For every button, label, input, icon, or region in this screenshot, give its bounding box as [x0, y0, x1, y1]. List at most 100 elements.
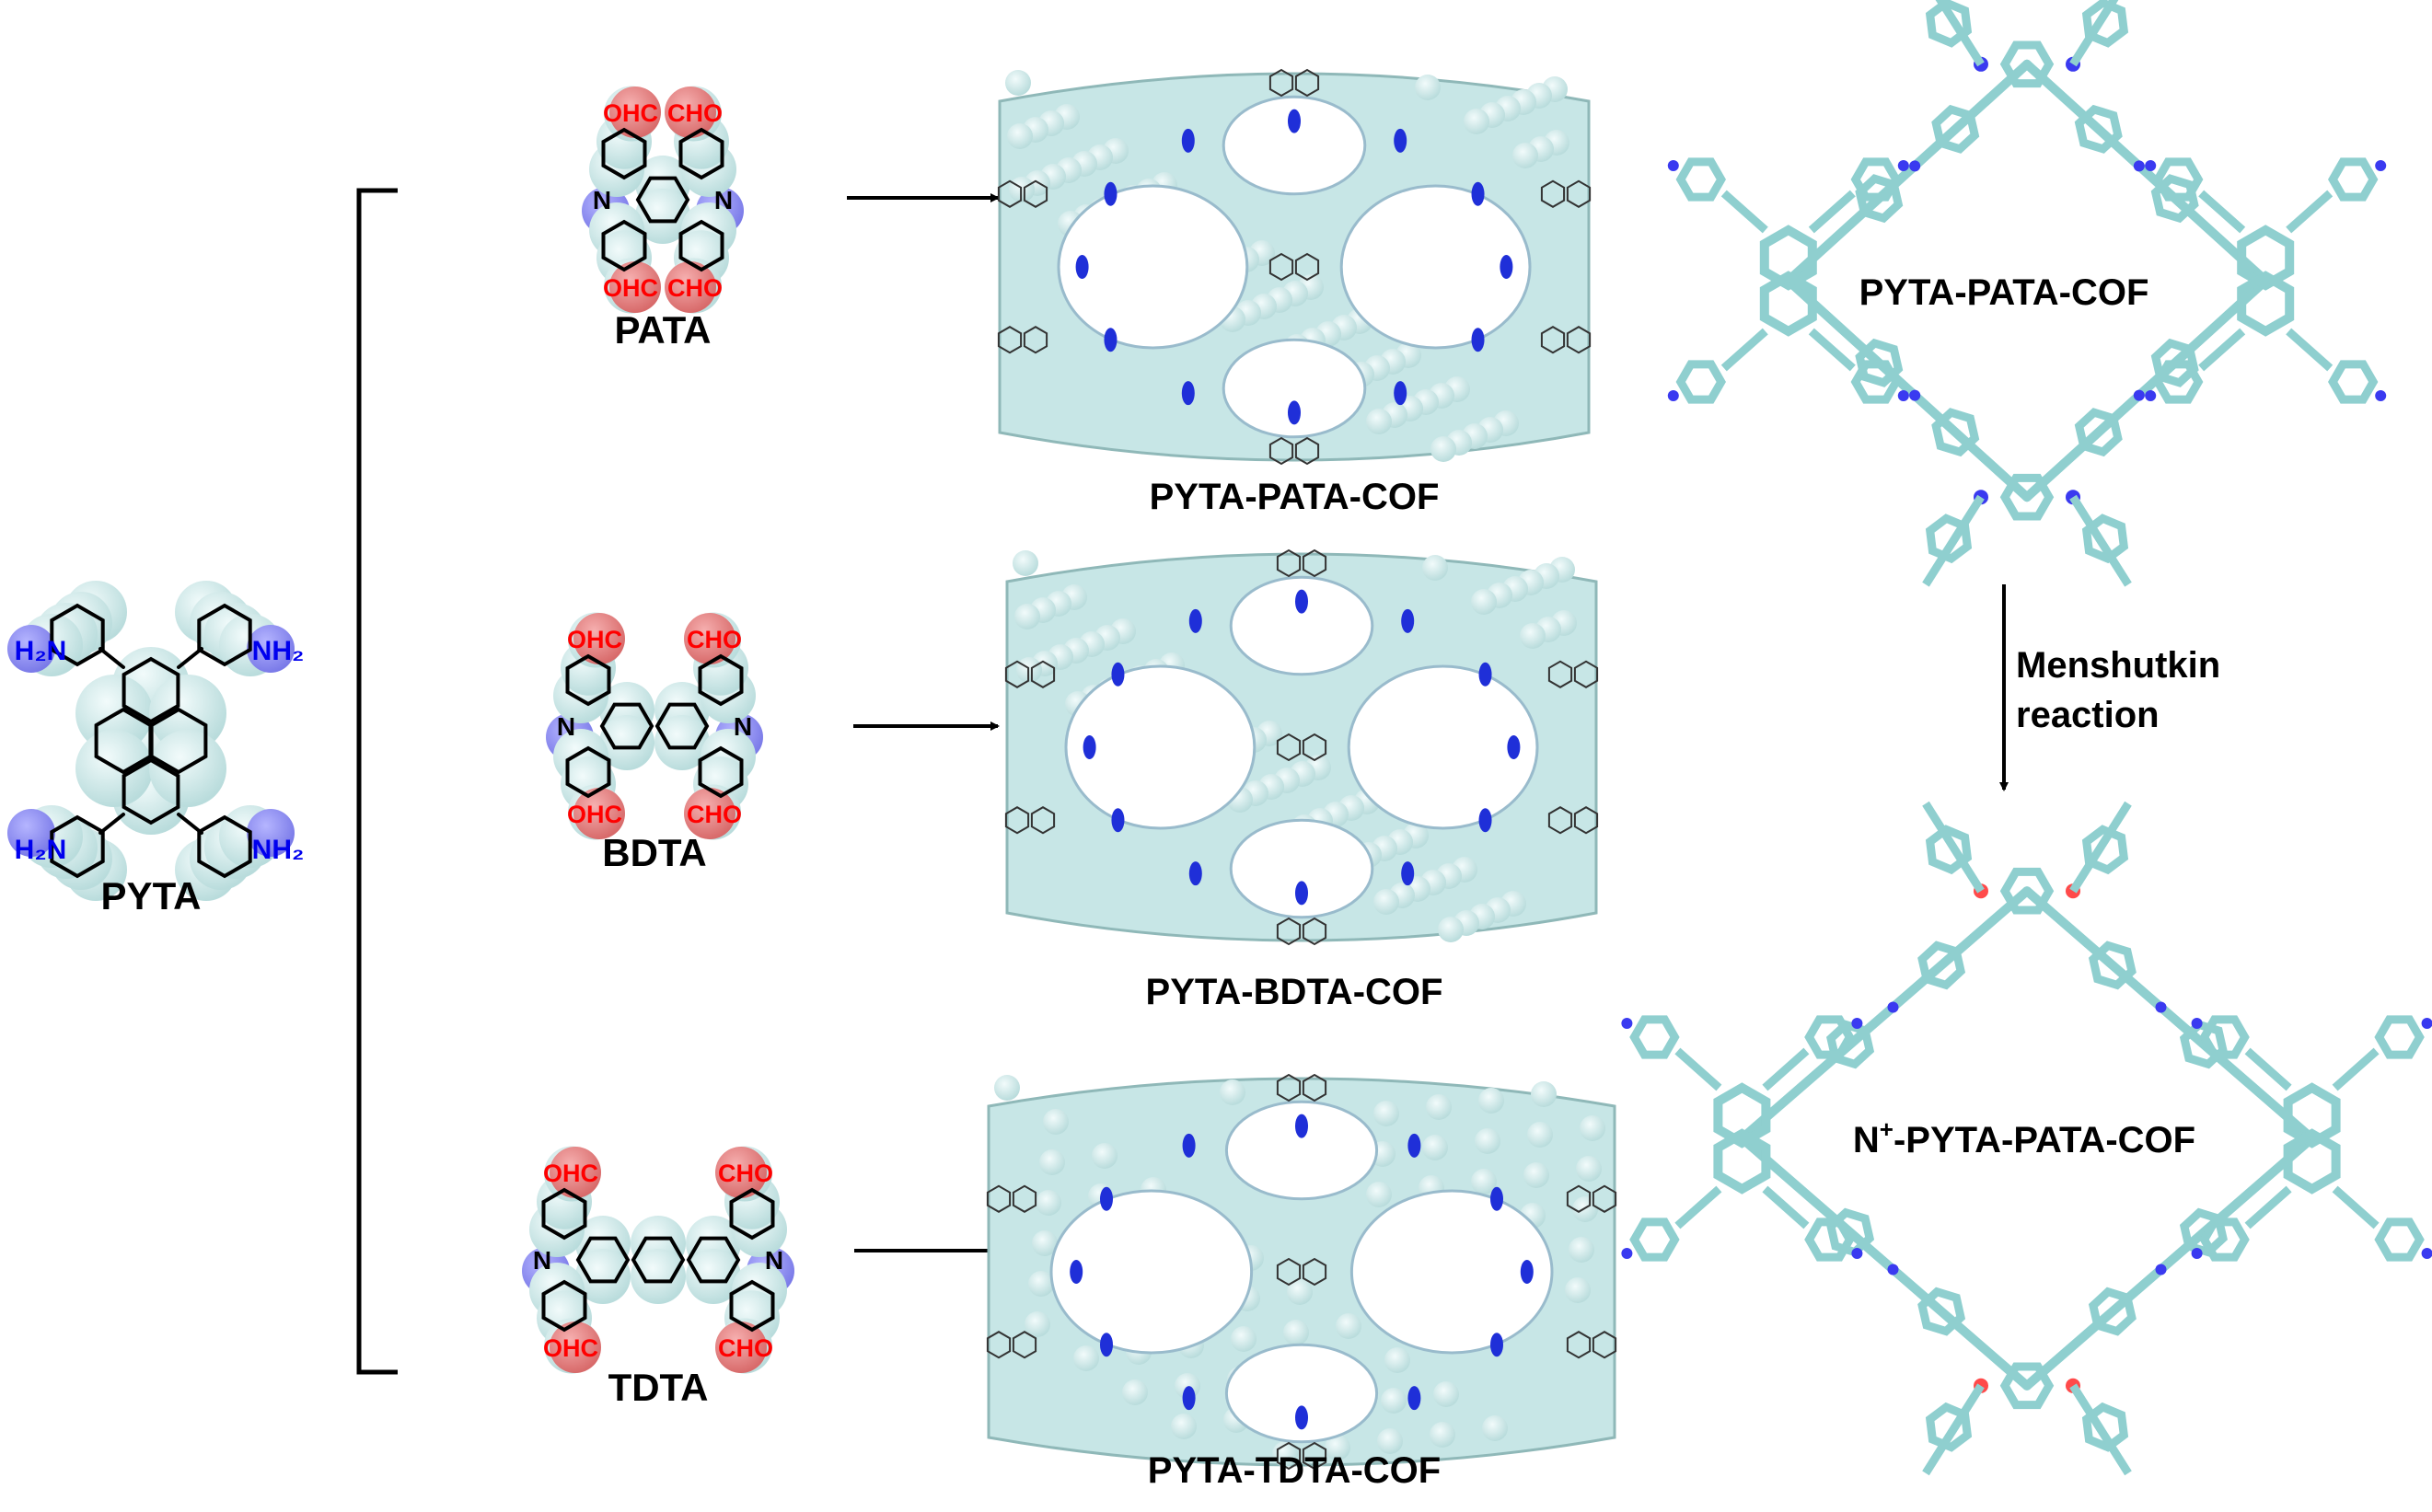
benzene-ring [2088, 1287, 2137, 1336]
nitrogen-atom [1295, 881, 1308, 906]
atom-sphere [1220, 1079, 1245, 1105]
benzene-ring [2088, 941, 2137, 990]
atom-sphere [1576, 1156, 1602, 1182]
benzene-ring [1030, 806, 1056, 835]
atom-sphere [1283, 1320, 1309, 1345]
aldehyde-group-label: OHC [567, 801, 622, 828]
nitrogen-atom [1520, 1260, 1534, 1284]
imine-nitrogen [1909, 389, 1921, 401]
nitrogen-atom [1070, 1260, 1083, 1284]
benzene-ring [2374, 1015, 2425, 1059]
imine-nitrogen [1887, 1264, 1899, 1275]
aryl-bond [2286, 328, 2334, 372]
pore [1049, 1189, 1254, 1355]
aryl-bond [1674, 1047, 1722, 1091]
benzene-ring [1804, 1218, 1855, 1262]
nitrogen-atom [1111, 808, 1125, 833]
benzene-ring [1931, 408, 1980, 457]
atom-sphere [1381, 1388, 1407, 1414]
bond [98, 647, 125, 669]
aryl-bond [1808, 190, 1856, 234]
benzene-ring [1629, 1218, 1680, 1262]
benzene-ring [1294, 252, 1320, 282]
linker-bond [2022, 1134, 2317, 1391]
atom-sphere [1325, 1435, 1350, 1460]
benzene-ring [1759, 271, 1817, 337]
atom-sphere [1475, 1128, 1500, 1154]
benzene-ring [1276, 733, 1302, 762]
aryl-bond [2244, 1185, 2292, 1229]
methyl-bond [1922, 494, 1985, 587]
right-top-label: PYTA-PATA-COF [1859, 272, 2149, 313]
benzene-ring [2150, 338, 2199, 387]
nitrogen-atom [1188, 861, 1202, 886]
benzene-ring [1804, 1015, 1855, 1059]
nitrogen-label: N [765, 1246, 783, 1275]
benzene-ring [1917, 941, 1966, 990]
atom-sphere [1025, 1311, 1050, 1337]
methyl-bond [2069, 0, 2119, 67]
benzene-ring [1675, 157, 1726, 202]
benzene-ring [149, 707, 208, 775]
benzene-ring [1268, 252, 1294, 282]
nitrogen-atom [1394, 381, 1407, 406]
atom-sphere [1572, 1196, 1598, 1222]
benzene-ring [1302, 1257, 1327, 1287]
pore [1347, 664, 1539, 830]
benzene-ring [2374, 1218, 2425, 1262]
atom-sphere [7, 809, 55, 857]
nitrogen-atom [1478, 808, 1492, 833]
atom-sphere [1366, 1182, 1392, 1207]
benzene-ring [1566, 1184, 1592, 1213]
pyta-label: PYTA [101, 874, 202, 918]
benzene-ring [997, 179, 1023, 208]
nitrogen-label: N [714, 186, 733, 214]
atom-sphere [1028, 1271, 1054, 1297]
atom-sphere [1422, 1135, 1448, 1160]
methyl-bond [1922, 801, 1985, 894]
benzene-ring [1268, 68, 1294, 98]
benzene-ring [1566, 1331, 1592, 1359]
atom-sphere [1569, 1237, 1594, 1263]
atom-sphere [635, 189, 690, 244]
nitrogen-atom [1478, 662, 1492, 687]
atom-sphere [665, 87, 716, 138]
benzene-ring [2199, 1015, 2250, 1059]
benzene-ring [1302, 917, 1327, 946]
atom-sphere [1073, 1345, 1099, 1371]
atom-sphere [1014, 604, 1040, 629]
nitrogen-atom [1099, 1333, 1113, 1357]
nitrogen-label: N [557, 712, 575, 741]
nitrogen-atom [1181, 381, 1195, 406]
amine-nitrogen [2145, 390, 2157, 401]
aldehyde-group-label: CHO [687, 626, 742, 653]
amine-nitrogen [2375, 390, 2387, 401]
atom-sphere [1531, 1081, 1557, 1107]
aryl-bond [1720, 190, 1768, 234]
benzene-ring [1294, 68, 1320, 98]
benzene-ring [1850, 157, 1901, 202]
atom-sphere [599, 715, 654, 770]
benzene-ring [2179, 1020, 2228, 1069]
linker-bond [1737, 886, 2032, 1143]
atom-sphere [1471, 1169, 1497, 1195]
atom-sphere [631, 1249, 686, 1304]
benzene-ring [2199, 1218, 2250, 1262]
benzene-ring [698, 653, 744, 707]
pore [1057, 184, 1249, 350]
amine-nitrogen [1897, 160, 1909, 171]
nitrogen-atom [1407, 1386, 1421, 1411]
aldehyde-group-label: CHO [718, 1334, 773, 1362]
nitrogen-atom [1182, 1133, 1196, 1158]
benzene-ring [729, 1187, 775, 1241]
atom-sphere [550, 1322, 601, 1373]
atom-sphere [1478, 1088, 1504, 1114]
methyl-bond [2069, 494, 2132, 587]
benzene-ring [1547, 660, 1573, 688]
nitrogen-atom [1401, 608, 1415, 633]
benzene-ring [1999, 473, 2055, 521]
pore [1064, 664, 1257, 830]
imine-nitrogen [2133, 389, 2145, 401]
benzene-ring [601, 127, 647, 180]
nitrogen-atom [1490, 1186, 1504, 1211]
